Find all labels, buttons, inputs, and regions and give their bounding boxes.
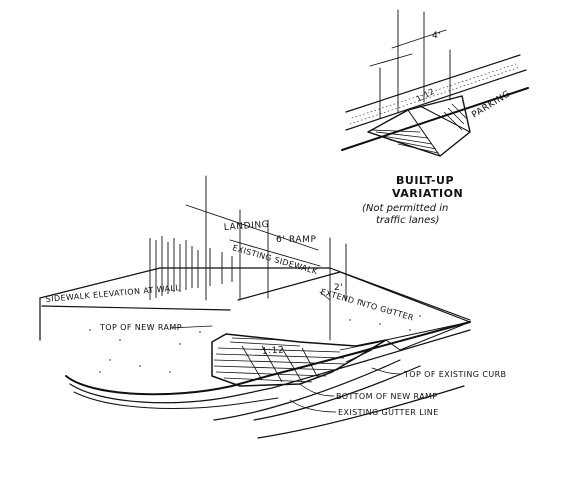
existing-sidewalk-dim-line (229, 239, 321, 267)
existing-sidewalk-label: EXISTING SIDEWALK (231, 243, 318, 276)
inset-builtup-drawing (341, 9, 529, 157)
ramp-length-label: 6' RAMP (276, 235, 317, 245)
ramp-outline (211, 333, 387, 387)
inset-dim-verticals (379, 9, 451, 119)
inset-sidewalk-edge-mid (345, 69, 527, 131)
inset-dim-line (391, 29, 447, 49)
road-line (257, 385, 465, 439)
reference-verticals (205, 175, 347, 341)
sidewalk-elevation-label: SIDEWALK ELEVATION AT WALL (45, 283, 180, 304)
gutter-pan-edge (73, 391, 279, 409)
sidewalk-stipple (79, 299, 421, 395)
inset-sidewalk-edge-top (345, 54, 521, 113)
extend-into-gutter-label: EXTEND INTO GUTTER (319, 287, 414, 322)
inset-wedge-outline (367, 95, 471, 157)
inset-title-line2: VARIATION (392, 187, 463, 200)
top-of-new-ramp-label: TOP OF NEW RAMP (99, 323, 182, 332)
curb-face (69, 329, 471, 404)
gutter-line-1 (213, 359, 401, 421)
inset-stipple-2 (349, 66, 521, 125)
bottom-of-new-ramp-label: BOTTOM OF NEW RAMP (336, 392, 438, 401)
inset-dim-label: 4' (432, 31, 441, 41)
sidewalk-left-edge (39, 297, 231, 341)
ramp-hatch (213, 337, 381, 383)
leader-top-curb (371, 367, 403, 375)
inset-title-line1: BUILT-UP (396, 174, 454, 187)
leader-extend (319, 291, 331, 301)
inset-curb-line (341, 87, 529, 151)
dim-2ft-label: 2' (334, 283, 343, 293)
main-ramp-drawing (39, 175, 471, 439)
inset-dim-line-2 (369, 53, 413, 67)
inset-stipple (351, 63, 517, 119)
curb-edge (65, 321, 471, 396)
top-of-existing-curb-label: TOP OF EXISTING CURB (403, 370, 506, 379)
landing-ramp-dim-line (185, 204, 319, 251)
inset-note-line2: traffic lanes) (376, 215, 439, 226)
gutter-extension (385, 321, 471, 351)
gutter-line-2 (253, 365, 421, 421)
ramp-slope-label: 1:12 (262, 345, 285, 357)
leader-bottom-ramp (299, 383, 335, 397)
sidewalk-back-edge (39, 267, 471, 321)
leader-top-new-ramp (169, 325, 213, 329)
existing-gutter-line-label: EXISTING GUTTER LINE (338, 408, 439, 417)
inset-note-line1: (Not permitted in (362, 203, 448, 214)
landing-label: LANDING (224, 220, 270, 233)
leader-gutter-line (289, 399, 337, 413)
inset-wedge-hatch (371, 103, 467, 154)
sidewalk-wall-line (237, 271, 471, 323)
